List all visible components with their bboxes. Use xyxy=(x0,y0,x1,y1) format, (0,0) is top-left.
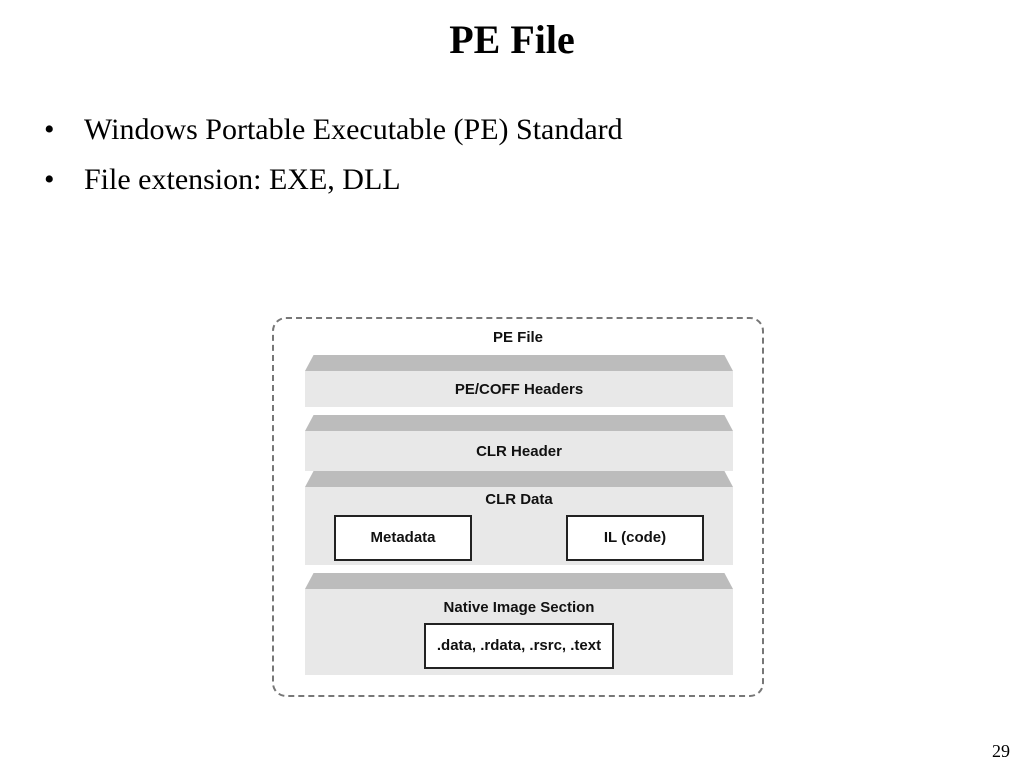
bullet-dot: • xyxy=(44,163,55,196)
bullet-text: File extension: EXE, DLL xyxy=(84,163,401,196)
layer-pe-coff-headers: PE/COFF Headers xyxy=(305,371,733,407)
layer-label: CLR Data xyxy=(485,491,553,508)
il-code-box: IL (code) xyxy=(566,515,704,561)
metadata-box: Metadata xyxy=(334,515,472,561)
bullet-text: Windows Portable Executable (PE) Standar… xyxy=(84,113,623,146)
bullet-item: • File extension: EXE, DLL xyxy=(44,160,623,210)
sections-box: .data, .rdata, .rsrc, .text xyxy=(424,623,614,669)
layer-native-image-section: Native Image Section .data, .rdata, .rsr… xyxy=(305,589,733,675)
layer-top-edge xyxy=(305,415,733,431)
bullet-dot: • xyxy=(44,113,55,146)
layer-label: CLR Header xyxy=(476,443,562,460)
layer-label: Native Image Section xyxy=(443,599,595,616)
layer-label: PE/COFF Headers xyxy=(454,381,584,398)
diagram-title: PE File xyxy=(492,329,544,346)
layer-clr-data: CLR Data Metadata IL (code) xyxy=(305,487,733,565)
layer-top-edge xyxy=(305,573,733,589)
pe-file-diagram: PE File PE/COFF Headers CLR Header CLR D… xyxy=(272,317,764,697)
page-number: 29 xyxy=(992,741,1010,761)
bullet-item: • Windows Portable Executable (PE) Stand… xyxy=(44,110,623,160)
layer-top-edge xyxy=(305,355,733,371)
bullet-list: • Windows Portable Executable (PE) Stand… xyxy=(44,110,623,210)
slide-title: PE File xyxy=(449,17,575,62)
layer-top-edge xyxy=(305,471,733,487)
layer-clr-header: CLR Header xyxy=(305,431,733,471)
